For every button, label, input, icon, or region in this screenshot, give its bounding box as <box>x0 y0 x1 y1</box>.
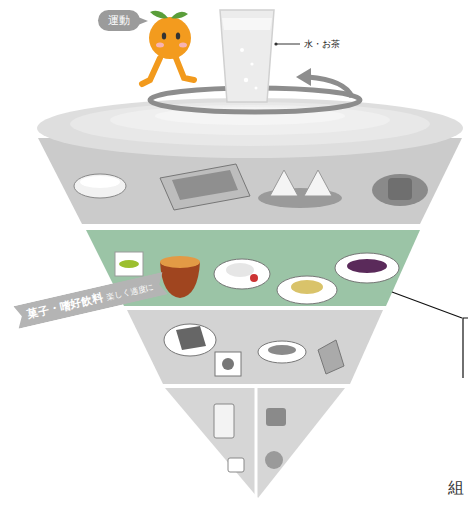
mascot-leaf <box>171 12 188 19</box>
mascot-body <box>149 17 191 59</box>
onigiri <box>270 170 298 196</box>
bubble <box>244 78 248 82</box>
salad <box>226 263 254 277</box>
fish-plate <box>258 341 306 363</box>
item-label: 水・お茶 <box>304 38 340 51</box>
bread-plate <box>372 174 428 206</box>
tomato <box>250 274 258 282</box>
eggplant <box>347 259 387 273</box>
meat-plate <box>164 324 216 356</box>
callout-bracket <box>463 318 468 378</box>
disk-ring <box>70 102 430 146</box>
greens <box>119 260 139 268</box>
top-disk <box>37 98 463 158</box>
side-dish-band <box>86 230 420 306</box>
bread <box>388 178 412 200</box>
rice-bowl <box>74 174 126 198</box>
onigiri <box>304 170 332 196</box>
simmered-food <box>291 280 323 294</box>
water-glass <box>220 10 274 102</box>
tofu <box>318 340 344 374</box>
milk-glass <box>214 404 234 438</box>
main-dish-band <box>127 310 383 384</box>
glass-foam <box>222 18 272 30</box>
exercise-bubble: 運動 <box>98 10 140 31</box>
natto <box>222 358 234 370</box>
cut-text: 組 <box>448 478 464 499</box>
leader-dot <box>274 42 277 45</box>
yogurt <box>228 458 244 472</box>
ribbon-body <box>13 272 167 329</box>
salad-plate <box>214 259 270 289</box>
small-dish <box>115 252 143 276</box>
simmered-plate <box>277 276 337 304</box>
miso-soup <box>160 256 200 268</box>
bubble <box>250 62 253 65</box>
rotation-arrow <box>308 77 352 97</box>
mascot-cheek <box>179 43 187 48</box>
arrow-head <box>296 68 311 86</box>
mascot-leaf <box>150 11 168 19</box>
mascot-leg <box>176 58 194 80</box>
bubble-tail-shape <box>138 17 148 25</box>
bubble <box>255 87 258 90</box>
fruit <box>265 451 283 469</box>
meat <box>176 326 206 350</box>
node-title: 運動 <box>108 13 130 28</box>
mascot-cheek <box>156 43 164 48</box>
fish <box>268 345 296 355</box>
eggplant-plate <box>335 253 399 283</box>
noodles <box>172 170 238 200</box>
mascot-eye <box>162 33 166 40</box>
mascot-eye <box>176 33 180 40</box>
fruit-cube <box>266 408 286 426</box>
band-divider <box>255 386 258 500</box>
natto-dish <box>215 352 241 376</box>
bubble <box>240 48 244 52</box>
leader-line <box>276 44 300 45</box>
mascot-leg <box>142 58 160 84</box>
callout-leader <box>392 292 462 318</box>
rice <box>80 176 120 188</box>
noodle-plate <box>160 164 250 210</box>
